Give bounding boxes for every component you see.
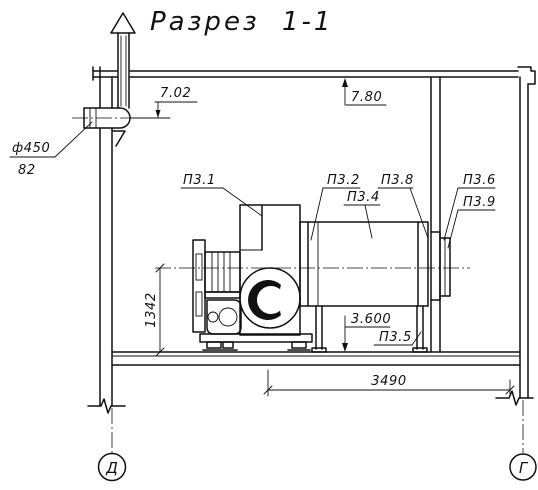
fan-housing xyxy=(239,204,301,336)
callout-p3-9: П3.9 xyxy=(447,195,496,249)
dimension-tick xyxy=(155,347,165,357)
pipe-diameter: ф450 xyxy=(12,141,50,156)
level-arrowhead xyxy=(155,110,161,118)
pipe-diameter-note: ф450 82 xyxy=(9,121,93,178)
callout-leader xyxy=(411,331,422,346)
interior-column xyxy=(430,76,441,353)
callout-label: П3.5 xyxy=(379,330,412,345)
level-arrowhead xyxy=(342,343,348,352)
callout-label: П3.2 xyxy=(327,173,360,188)
axis-bubble xyxy=(97,452,127,482)
callout-leader xyxy=(409,187,429,239)
motor-lower-housing xyxy=(206,299,242,335)
dimension-span: 3490 xyxy=(263,369,515,397)
support-foot xyxy=(311,347,327,353)
flexible-connector xyxy=(430,231,451,301)
dimension-unit-height: 1342 xyxy=(144,263,165,357)
fan-unit xyxy=(192,204,313,351)
axis-label: Г xyxy=(519,459,529,477)
motor-pulley-small xyxy=(207,311,219,323)
base-frame xyxy=(199,333,313,343)
motor-pulley xyxy=(218,307,238,327)
level-mark-floor: 3.600 xyxy=(342,312,391,352)
callout-p3-5: П3.5 xyxy=(373,330,422,346)
belt-guard-panel xyxy=(195,291,203,317)
dimension-tick xyxy=(155,263,165,273)
level-value: 3.600 xyxy=(351,312,391,327)
dimension-tick xyxy=(263,385,273,395)
callout-leader xyxy=(310,187,324,241)
callout-p3-4: П3.4 xyxy=(343,190,381,239)
callout-label: П3.6 xyxy=(463,173,496,188)
axis-label: Д xyxy=(105,459,118,477)
callout-leader xyxy=(364,204,373,239)
fan-impeller xyxy=(248,280,281,320)
callout-p3-2: П3.2 xyxy=(310,173,361,241)
callout-p3-8: П3.8 xyxy=(377,173,429,239)
left-wall-break-mark xyxy=(87,398,126,414)
section-supports xyxy=(311,305,428,353)
title-number: 1-1 xyxy=(282,7,333,37)
stack-bracket xyxy=(112,130,126,147)
callout-p3-1: П3.1 xyxy=(180,173,263,217)
level-arrowhead xyxy=(342,78,348,87)
vibration-isolator xyxy=(222,341,234,349)
callout-label: П3.9 xyxy=(463,195,496,210)
roof-slab xyxy=(92,66,536,85)
fan-base-frame xyxy=(199,333,313,351)
dimension-tick xyxy=(505,385,515,395)
drive-belt-guard xyxy=(192,239,206,333)
air-handling-section xyxy=(299,221,429,307)
parapet-cornice xyxy=(517,66,536,85)
exhaust-stack xyxy=(72,12,140,147)
belt-guard-panel xyxy=(195,253,203,281)
level-value: 7.80 xyxy=(351,90,382,105)
level-value: 7.02 xyxy=(160,86,191,101)
callout-leader xyxy=(443,187,459,241)
axis-bubble xyxy=(509,453,537,481)
vibration-isolator xyxy=(206,341,222,349)
callout-p3-6: П3.6 xyxy=(443,173,496,241)
callout-label: П3.4 xyxy=(347,190,380,205)
stack-cap xyxy=(110,12,136,34)
motor-plate xyxy=(204,291,241,299)
stack-elbow xyxy=(83,107,131,129)
callout-label: П3.8 xyxy=(381,173,414,188)
grid-axis-left: Д xyxy=(97,408,127,482)
dimension-value: 3490 xyxy=(371,374,406,389)
pipe-reference: 82 xyxy=(18,163,36,178)
title-word: Разрез xyxy=(150,7,260,37)
right-wall-break-mark xyxy=(495,390,534,406)
level-mark-duct-axis: 7.02 xyxy=(129,86,198,119)
right-wall xyxy=(495,76,534,406)
motor-body xyxy=(204,251,241,293)
electric-motor xyxy=(204,251,242,335)
support-foot xyxy=(412,347,428,353)
section-casing xyxy=(299,221,429,307)
callout-leader xyxy=(447,209,459,249)
dimension-value: 1342 xyxy=(144,292,159,327)
level-mark-roof: 7.80 xyxy=(342,78,387,106)
callout-leader xyxy=(222,187,263,217)
left-wall xyxy=(87,66,126,414)
drawing-title: Разрез 1-1 xyxy=(150,7,333,37)
callout-label: П3.1 xyxy=(183,173,216,188)
note-leader xyxy=(54,121,93,158)
grid-axis-right: Г xyxy=(509,400,537,481)
vibration-isolator xyxy=(291,341,307,349)
connector-frame xyxy=(430,231,441,301)
floor-slab xyxy=(111,351,521,366)
